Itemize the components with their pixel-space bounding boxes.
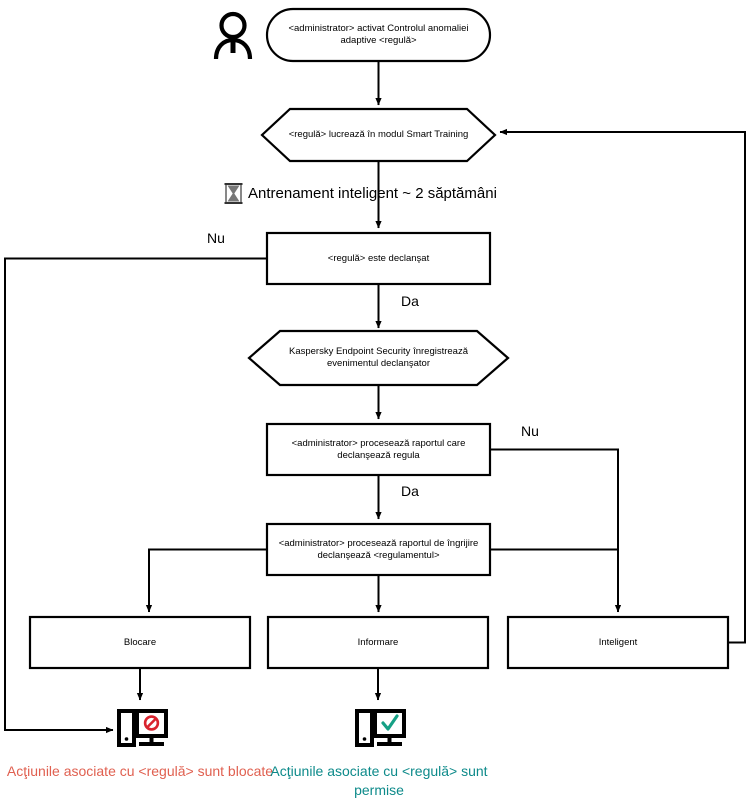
person-icon [213, 11, 253, 60]
monitor-blocked-icon [117, 709, 168, 747]
hourglass-icon [224, 183, 243, 204]
edge-label-report-yes: Da [401, 483, 419, 499]
edge-care-to-block [145, 548, 267, 613]
node-inform-shape [266, 615, 490, 670]
node-smart-shape [506, 615, 730, 670]
node-start-shape [265, 7, 492, 63]
node-kes-records-shape [247, 329, 510, 387]
edge-triggered-no [4, 257, 267, 734]
training-duration-note: Antrenament inteligent ~ 2 săptămâni [248, 185, 497, 202]
node-smart-training-shape [260, 107, 497, 163]
outcome-blocked-text: Acţiunile asociate cu <regulă> sunt bloc… [6, 763, 274, 779]
edge-report-no [490, 448, 622, 613]
outcome-allowed-text: Acţiunile asociate cu <regulă> sunt perm… [270, 763, 488, 798]
monitor-allowed-icon [355, 709, 406, 747]
edge-label-triggered-yes: Da [401, 293, 419, 309]
node-block-shape [28, 615, 252, 670]
node-admin-report-shape [265, 422, 492, 477]
edge-smart-loopback [499, 128, 746, 644]
edge-label-report-no: Nu [521, 423, 539, 439]
node-rule-triggered-shape [265, 231, 492, 286]
node-admin-care-report-shape [265, 522, 492, 577]
edge-label-triggered-no: Nu [207, 230, 225, 246]
